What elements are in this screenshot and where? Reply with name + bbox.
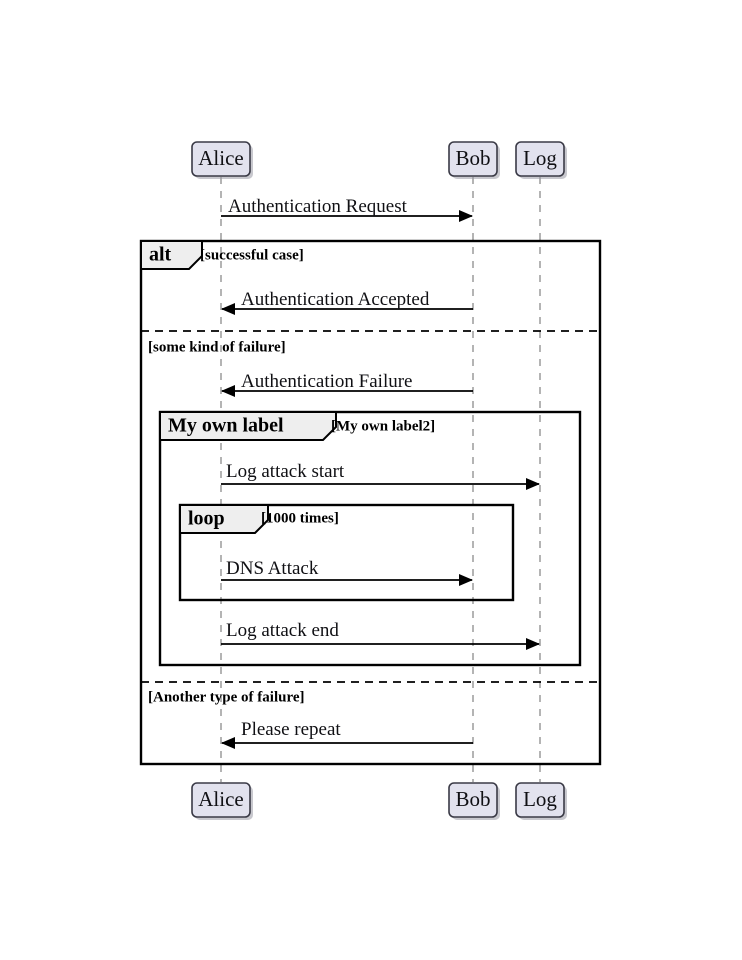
message-label: Log attack start: [226, 461, 345, 482]
message-m4: Log attack start: [221, 461, 540, 490]
participant-bob-top[interactable]: Bob: [448, 141, 500, 179]
participant-label: Alice: [198, 787, 243, 811]
fragment-border: [178, 503, 515, 602]
message-m6: Log attack end: [221, 620, 540, 650]
fragment-tab: [140, 240, 203, 270]
fragment-guard-label: [1000 times]: [261, 510, 339, 526]
participant-label: Log: [523, 146, 557, 170]
message-m2: Authentication Accepted: [221, 289, 473, 315]
participant-box[interactable]: [191, 782, 251, 818]
fragment-my-own-label-frame: My own label [My own label2]: [158, 410, 582, 667]
fragment-guard-label: [successful case]: [200, 247, 304, 263]
operand-guard-label-1: [Another type of failure]: [148, 689, 305, 705]
participant-box[interactable]: [448, 141, 498, 177]
participant-box[interactable]: [515, 782, 565, 818]
participant-label: Bob: [455, 787, 490, 811]
fragment-tab: [179, 504, 269, 534]
participant-box[interactable]: [448, 782, 498, 818]
message-label: DNS Attack: [226, 558, 319, 579]
participant-label: Log: [523, 787, 557, 811]
message-arrowhead: [459, 574, 473, 586]
message-arrowhead: [221, 303, 235, 315]
message-label: Authentication Accepted: [241, 289, 430, 310]
message-m7: Please repeat: [221, 719, 473, 749]
message-label: Authentication Request: [228, 196, 408, 217]
fragment-loop-frame: loop [1000 times]: [178, 503, 515, 602]
fragment-operator-label: loop: [188, 508, 225, 530]
participant-log-bottom[interactable]: Log: [515, 782, 567, 820]
participant-box[interactable]: [515, 141, 565, 177]
message-label: Authentication Failure: [241, 371, 412, 392]
fragment-alt-frame: alt [successful case] [some kind of failur…: [139, 239, 602, 766]
message-label: Log attack end: [226, 620, 339, 641]
fragment-border: [158, 410, 582, 667]
fragments-layer: alt [successful case] [some kind of failur…: [139, 239, 602, 766]
message-m3: Authentication Failure: [221, 371, 473, 397]
fragment-border: [139, 239, 602, 766]
message-arrowhead: [221, 385, 235, 397]
participant-alice-bottom[interactable]: Alice: [191, 782, 253, 820]
fragment-tab: [159, 411, 337, 441]
participant-label: Alice: [198, 146, 243, 170]
participant-label: Bob: [455, 146, 490, 170]
message-m1: Authentication Request: [221, 196, 473, 222]
message-arrowhead: [221, 737, 235, 749]
fragment-operator-label: alt: [149, 244, 172, 266]
participant-log-top[interactable]: Log: [515, 141, 567, 179]
message-arrowhead: [526, 478, 540, 490]
message-arrowhead: [459, 210, 473, 222]
operand-guard-label-0: [some kind of failure]: [148, 339, 286, 355]
fragment-operator-label: My own label: [168, 415, 284, 437]
participant-alice-top[interactable]: Alice: [191, 141, 253, 179]
message-arrowhead: [526, 638, 540, 650]
message-label: Please repeat: [241, 719, 341, 740]
participant-bob-bottom[interactable]: Bob: [448, 782, 500, 820]
participant-box[interactable]: [191, 141, 251, 177]
fragment-guard-label: [My own label2]: [331, 418, 435, 434]
message-m5: DNS Attack: [221, 558, 473, 586]
